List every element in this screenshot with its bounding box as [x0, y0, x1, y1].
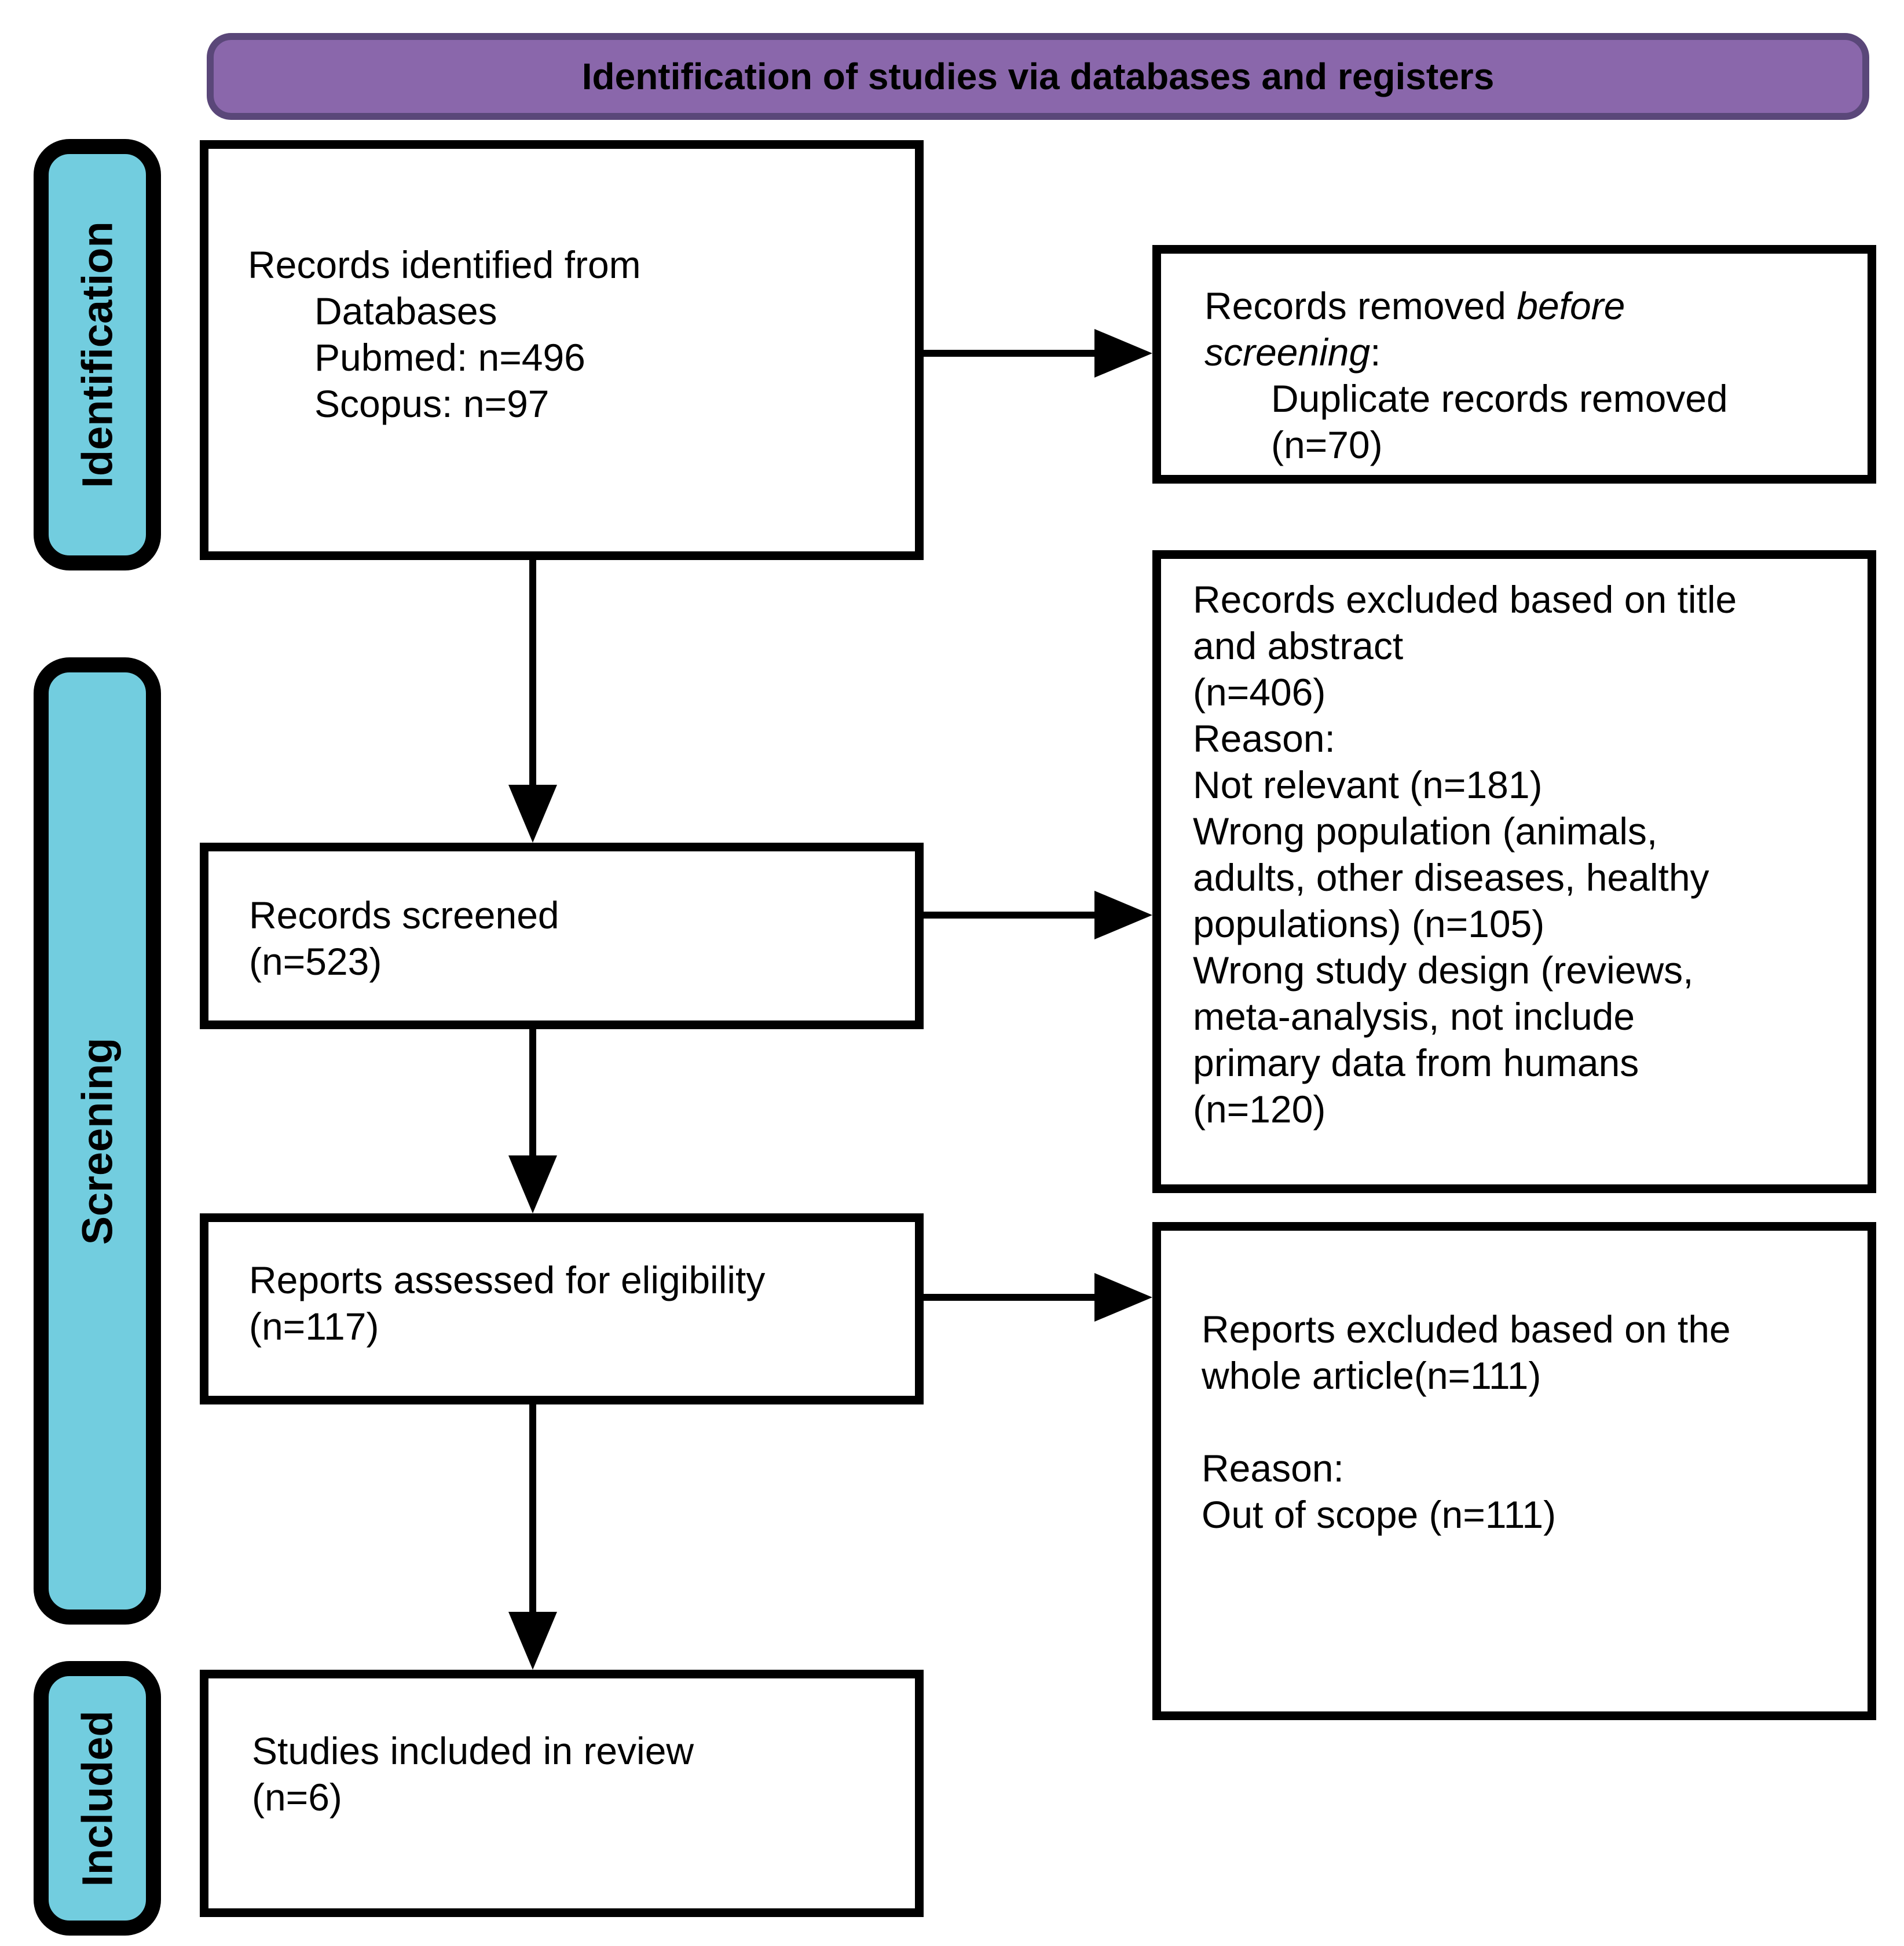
arrow-down-head-icon — [508, 1155, 557, 1213]
text-line: Studies included in review — [252, 1729, 694, 1772]
arrow-down-head-icon — [508, 1612, 557, 1670]
text-line: meta-analysis, not include — [1193, 995, 1635, 1038]
text-line: (n=120) — [1193, 1088, 1326, 1131]
box-studies-included-in-review: Studies included in review(n=6) — [200, 1670, 924, 1917]
sidebar-stage-included: Included — [34, 1661, 161, 1936]
text-line: Scopus: n=97 — [314, 382, 550, 425]
text-line: Records screened — [249, 894, 559, 937]
text-line: whole article(n=111) — [1202, 1354, 1541, 1397]
text-line: Reason: — [1193, 717, 1335, 760]
text-line: primary data from humans — [1193, 1041, 1639, 1084]
arrow-right-head-icon — [1094, 891, 1152, 939]
arrow-line — [529, 560, 536, 786]
sidebar-stage-screening-label: Screening — [73, 1037, 122, 1245]
text-line: Records identified from — [248, 243, 641, 286]
text-line: Not relevant (n=181) — [1193, 763, 1543, 806]
header-banner: Identification of studies via databases … — [207, 33, 1869, 120]
text-line: (n=6) — [252, 1776, 342, 1819]
arrow-right-head-icon — [1094, 329, 1152, 378]
text-line: adults, other diseases, healthy — [1193, 856, 1709, 899]
text-line — [1202, 1399, 1850, 1445]
text-line: Wrong study design (reviews, — [1193, 949, 1694, 992]
text-line: Duplicate records removed — [1271, 377, 1728, 420]
text-line: Databases — [314, 290, 497, 332]
text-line: and abstract — [1193, 624, 1404, 667]
box-records-screened: Records screened(n=523) — [200, 843, 924, 1029]
arrow-line — [529, 1404, 536, 1613]
text-line: populations) (n=105) — [1193, 902, 1545, 945]
sidebar-stage-screening: Screening — [34, 657, 161, 1625]
arrow-line — [924, 350, 1097, 357]
text-line: Records excluded based on title — [1193, 578, 1737, 621]
text-line: Wrong population (animals, — [1193, 810, 1658, 853]
text-line: (n=523) — [249, 940, 382, 983]
text-line: (n=117) — [249, 1305, 379, 1348]
text-line: Reason: — [1202, 1447, 1344, 1490]
text-line: (n=70) — [1271, 423, 1383, 466]
arrow-down-head-icon — [508, 785, 557, 843]
text-line: Pubmed: n=496 — [314, 336, 585, 379]
sidebar-stage-included-label: Included — [73, 1710, 122, 1887]
arrow-line — [924, 912, 1097, 919]
text-line: screening: — [1204, 331, 1381, 374]
arrow-line — [924, 1294, 1097, 1301]
arrow-right-head-icon — [1094, 1273, 1152, 1322]
header-title: Identification of studies via databases … — [581, 56, 1495, 97]
text-line: Records removed before — [1204, 284, 1625, 327]
sidebar-stage-identification-label: Identification — [73, 221, 122, 488]
sidebar-stage-identification: Identification — [34, 139, 161, 570]
text-line: (n=406) — [1193, 671, 1326, 714]
text-line: Out of scope (n=111) — [1202, 1493, 1557, 1536]
box-reports-assessed-for-eligibility: Reports assessed for eligibility(n=117) — [200, 1213, 924, 1404]
arrow-line — [529, 1029, 536, 1157]
text-line: Reports assessed for eligibility — [249, 1259, 766, 1301]
text-line: Reports excluded based on the — [1202, 1308, 1731, 1351]
